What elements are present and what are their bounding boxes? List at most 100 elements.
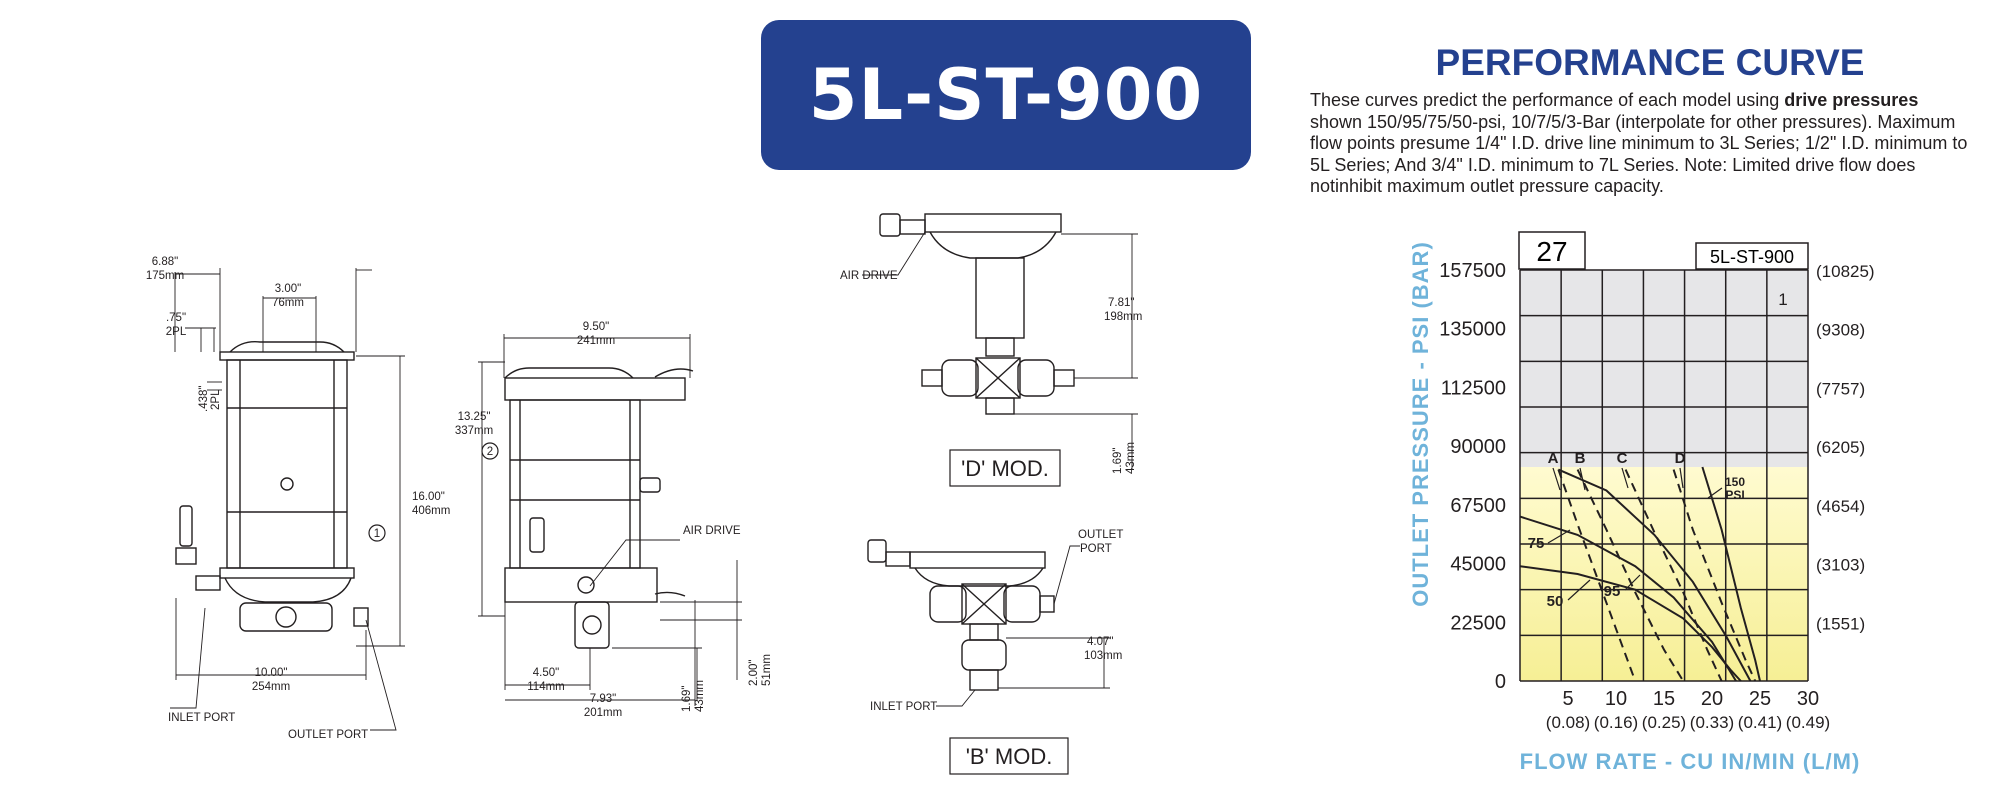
x-tick-lm-label: (0.49) bbox=[1786, 713, 1830, 732]
x-tick-label: 25 bbox=[1749, 688, 1771, 710]
side-dim2-mm: 337mm bbox=[455, 425, 493, 437]
side-dim4: 7.93" bbox=[590, 693, 616, 705]
b-mod-inlet-label: INLET PORT bbox=[870, 701, 937, 713]
x-axis-title: FLOW RATE - CU IN/MIN (L/M) bbox=[1520, 749, 1861, 774]
front-dim5: 16.00" bbox=[412, 491, 445, 503]
b-mod-view bbox=[867, 539, 1055, 691]
b-mod-dim1: 4.07" bbox=[1087, 636, 1113, 648]
b-mod-label-box bbox=[949, 737, 1069, 775]
d-mod-dim1-mm: 198mm bbox=[1104, 311, 1142, 323]
technical-drawings: 1 6.88" 175mm 3.00" 76mm .75" 2PL .438" … bbox=[146, 213, 1142, 775]
gray-zone bbox=[1520, 270, 1808, 468]
side-air-drive-label: AIR DRIVE bbox=[683, 525, 741, 537]
y-tick-bar-label: (1551) bbox=[1816, 614, 1865, 633]
solid-curve bbox=[1519, 565, 1742, 682]
zone-label: 1 bbox=[1778, 290, 1787, 309]
curve-label-150: 150 bbox=[1725, 475, 1745, 489]
x-tick-label: 15 bbox=[1653, 688, 1675, 710]
front-dim3-mm: 2PL bbox=[166, 326, 187, 338]
desc-post: shown 150/95/75/50-psi, 10/7/5/3-Bar (in… bbox=[1310, 111, 1968, 197]
page-number-box bbox=[1518, 231, 1586, 270]
desc-bold: drive pressures bbox=[1784, 90, 1919, 110]
front-dim2: 3.00" bbox=[275, 283, 301, 295]
d-mod-label: 'D' MOD. bbox=[961, 456, 1049, 481]
yellow-zone bbox=[1520, 467, 1808, 681]
x-tick-lm-label: (0.25) bbox=[1642, 713, 1686, 732]
b-mod-port-label: PORT bbox=[1080, 543, 1112, 555]
y-tick-bar-label: (7757) bbox=[1816, 379, 1865, 398]
y-tick-bar-label: (10825) bbox=[1816, 262, 1875, 281]
x-tick-lm-label: (0.08) bbox=[1546, 713, 1590, 732]
y-tick-label: 45000 bbox=[1450, 554, 1506, 576]
front-dim4-note: 2PL bbox=[210, 389, 222, 410]
curve-label-c: C bbox=[1617, 450, 1628, 467]
curve-label-leaders bbox=[1547, 467, 1723, 601]
performance-heading: PERFORMANCE CURVE bbox=[1435, 42, 1865, 83]
front-dim5-mm: 406mm bbox=[412, 505, 450, 517]
curve-label-psi: PSI bbox=[1725, 488, 1744, 502]
curve-label-b: B bbox=[1575, 450, 1586, 467]
front-view bbox=[175, 341, 369, 632]
side-circle-label: 2 bbox=[487, 446, 493, 458]
x-tick-label: 30 bbox=[1797, 688, 1819, 710]
y-tick-label: 90000 bbox=[1450, 436, 1506, 458]
solid-curve bbox=[1558, 468, 1752, 682]
b-mod-dims bbox=[936, 545, 1110, 707]
d-mod-dim2-mm: 43mm bbox=[1125, 442, 1137, 474]
x-tick-label: 10 bbox=[1605, 688, 1627, 710]
performance-description: These curves predict the performance of … bbox=[1310, 90, 1970, 198]
side-dim5-mm: 43mm bbox=[694, 680, 706, 712]
b-mod-dim1-mm: 103mm bbox=[1084, 650, 1122, 662]
d-mod-dim2: 1.69" bbox=[1112, 448, 1124, 474]
x-tick-lm-label: (0.33) bbox=[1690, 713, 1734, 732]
dashed-curve bbox=[1576, 469, 1685, 682]
front-dim1-mm: 175mm bbox=[146, 270, 184, 282]
front-dims bbox=[170, 268, 405, 731]
side-dim6-mm: 51mm bbox=[761, 654, 773, 686]
front-dim6: 10.00" bbox=[255, 667, 288, 679]
y-tick-bar-label: (9308) bbox=[1816, 321, 1865, 340]
front-dim2-mm: 76mm bbox=[272, 297, 304, 309]
d-mod-view bbox=[879, 213, 1075, 415]
front-circle-label: 1 bbox=[374, 528, 380, 540]
curve-label-75: 75 bbox=[1528, 535, 1545, 552]
side-dim3: 4.50" bbox=[533, 667, 559, 679]
d-mod-dims bbox=[862, 231, 1138, 470]
y-axis-title: OUTLET PRESSURE - PSI (BAR) bbox=[1408, 241, 1433, 607]
side-dim5: 1.69" bbox=[681, 686, 693, 712]
side-dim6: 2.00" bbox=[748, 660, 760, 686]
solid-curve bbox=[1701, 466, 1761, 682]
curve-label-d: D bbox=[1675, 450, 1686, 467]
dashed-curve bbox=[1624, 469, 1723, 682]
y-tick-label: 0 bbox=[1495, 671, 1506, 693]
chart-ticks: 157500135000112500900006750045000225000(… bbox=[1439, 260, 1874, 732]
front-dim1: 6.88" bbox=[152, 256, 178, 268]
x-tick-lm-label: (0.16) bbox=[1594, 713, 1638, 732]
side-dim3-mm: 114mm bbox=[527, 681, 565, 693]
side-dim2: 13.25" bbox=[458, 411, 491, 423]
y-tick-label: 135000 bbox=[1439, 319, 1506, 341]
y-tick-bar-label: (3103) bbox=[1816, 556, 1865, 575]
b-mod-outlet-label: OUTLET bbox=[1078, 529, 1123, 541]
front-outlet-label: OUTLET PORT bbox=[288, 729, 368, 741]
d-mod-dim1: 7.81" bbox=[1108, 297, 1134, 309]
side-dim4-mm: 201mm bbox=[584, 707, 622, 719]
model-title-banner: 5L-ST-900 bbox=[761, 20, 1251, 170]
x-tick-label: 20 bbox=[1701, 688, 1723, 710]
front-dim4: .438" bbox=[198, 386, 210, 412]
page-number: 27 bbox=[1536, 236, 1567, 267]
dashed-curve bbox=[1672, 469, 1757, 682]
side-dim1: 9.50" bbox=[583, 321, 609, 333]
curve-label-95: 95 bbox=[1604, 583, 1621, 600]
model-label: 5L-ST-900 bbox=[1710, 247, 1794, 267]
desc-pre: These curves predict the performance of … bbox=[1310, 90, 1785, 110]
y-tick-bar-label: (6205) bbox=[1816, 438, 1865, 457]
y-tick-label: 67500 bbox=[1450, 495, 1506, 517]
x-tick-lm-label: (0.41) bbox=[1738, 713, 1782, 732]
b-mod-label: 'B' MOD. bbox=[966, 744, 1053, 769]
x-tick-label: 5 bbox=[1562, 688, 1573, 710]
curve-label-a: A bbox=[1548, 450, 1559, 467]
d-mod-air-drive-label: AIR DRIVE bbox=[840, 270, 898, 282]
y-tick-label: 22500 bbox=[1450, 612, 1506, 634]
